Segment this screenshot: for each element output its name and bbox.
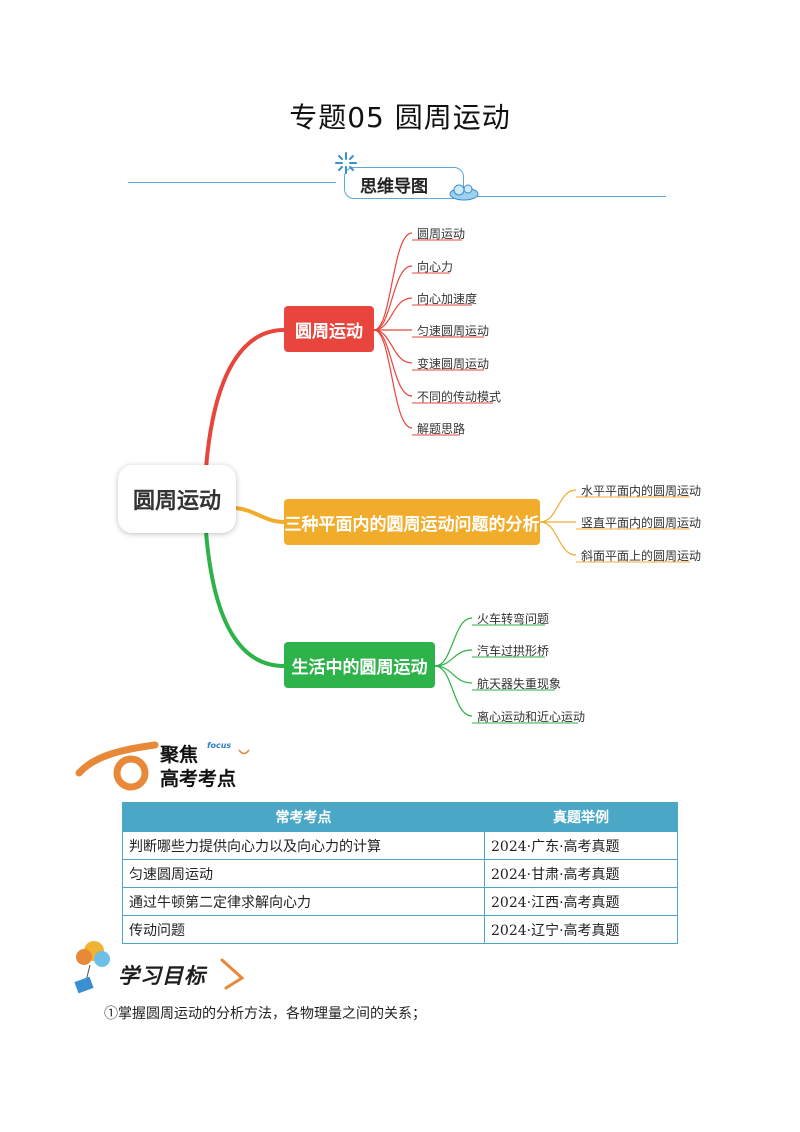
arrow-stroke-icon <box>220 958 245 990</box>
page-title: 专题05 圆周运动 <box>289 101 511 134</box>
table-row: 匀速圆周运动 2024·甘肃·高考真题 <box>122 859 678 888</box>
mindmap-leaf: 向心力 <box>417 260 454 274</box>
mindmap-leaf: 匀速圆周运动 <box>417 324 490 338</box>
mindmap-leaf: 汽车过拱形桥 <box>477 644 550 658</box>
table-cell: 2024·江西·高考真题 <box>484 887 678 916</box>
focus-swirl-icon <box>75 741 159 791</box>
mindmap-leaf: 解题思路 <box>417 422 466 436</box>
banner-label: 思维导图 <box>360 177 428 197</box>
mindmap-leaf: 斜面平面上的圆周运动 <box>581 549 702 563</box>
goals-heading: 学习目标 <box>118 964 206 988</box>
mindmap-leaf: 变速圆周运动 <box>417 357 490 371</box>
table-row: 判断哪些力提供向心力以及向心力的计算 2024·广东·高考真题 <box>122 831 678 860</box>
banner-divider-right <box>470 196 666 197</box>
smile-icon <box>238 749 250 755</box>
table-row: 传动问题 2024·辽宁·高考真题 <box>122 915 678 944</box>
table-row: 通过牛顿第二定律求解向心力 2024·江西·高考真题 <box>122 887 678 916</box>
table-header: 常考考点 <box>122 802 485 832</box>
table-cell: 2024·广东·高考真题 <box>484 831 678 860</box>
table-cell: 匀速圆周运动 <box>122 859 485 888</box>
banner-divider-left <box>128 182 336 183</box>
mindmap-branch-3: 生活中的圆周运动 <box>284 642 435 688</box>
mindmap-leaf: 不同的传动模式 <box>417 390 502 404</box>
focus-heading-line1: 聚焦 <box>160 744 199 766</box>
mindmap-branch-1: 圆周运动 <box>284 306 374 352</box>
focus-tag: focus <box>207 741 232 750</box>
table-cell: 2024·辽宁·高考真题 <box>484 915 678 944</box>
table-header: 真题举例 <box>484 802 678 832</box>
balloon-icon <box>74 941 110 994</box>
table-cell: 判断哪些力提供向心力以及向心力的计算 <box>122 831 485 860</box>
mindmap-leaf: 火车转弯问题 <box>477 612 550 626</box>
mindmap-leaf: 水平平面内的圆周运动 <box>581 484 702 498</box>
mindmap-leaf: 航天器失重现象 <box>477 677 562 691</box>
goal-item: ①掌握圆周运动的分析方法，各物理量之间的关系； <box>104 1006 426 1022</box>
focus-heading-line2: 高考考点 <box>160 768 237 790</box>
mindmap-leaf: 圆周运动 <box>417 227 466 241</box>
mindmap-center-node: 圆周运动 <box>118 465 236 533</box>
exam-points-table: 常考考点 真题举例 判断哪些力提供向心力以及向心力的计算 2024·广东·高考真… <box>122 802 678 944</box>
mindmap-leaf: 向心加速度 <box>417 292 478 306</box>
mindmap-branch-2: 三种平面内的圆周运动问题的分析 <box>284 499 540 545</box>
mindmap-leaf: 竖直平面内的圆周运动 <box>581 516 702 530</box>
sparkle-icon <box>335 152 357 174</box>
table-cell: 通过牛顿第二定律求解向心力 <box>122 887 485 916</box>
mindmap-leaf: 离心运动和近心运动 <box>477 710 586 724</box>
cloud-icon <box>449 184 479 201</box>
banner-frame <box>344 167 464 199</box>
table-cell: 2024·甘肃·高考真题 <box>484 859 678 888</box>
table-cell: 传动问题 <box>122 915 485 944</box>
